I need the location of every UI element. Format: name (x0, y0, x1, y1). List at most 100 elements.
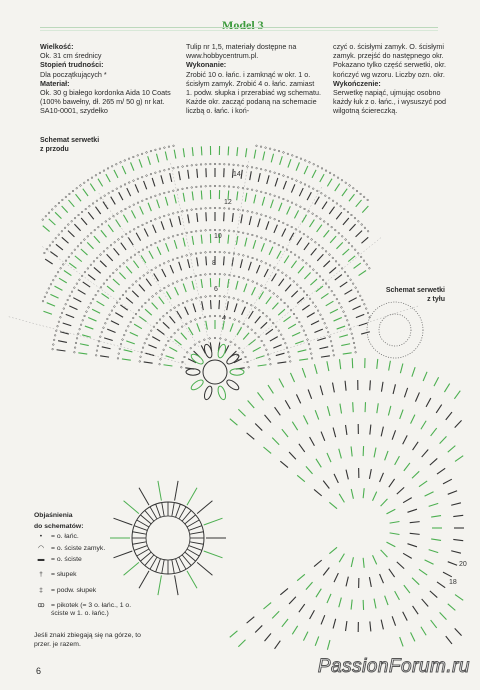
stitch-mark (412, 605, 419, 615)
chain-dot (159, 289, 162, 292)
chain-dot (89, 263, 92, 266)
chain-dot (93, 229, 96, 232)
chain-dot (51, 240, 54, 243)
chain-dot (181, 302, 184, 305)
chain-dot (112, 215, 115, 218)
stitch-mark (421, 449, 429, 458)
stitch-mark (265, 328, 274, 335)
chain-dot (228, 274, 231, 277)
chain-dot (141, 199, 144, 202)
chain-dot (307, 343, 311, 346)
chain-dot (105, 278, 108, 281)
chain-dot (122, 262, 125, 265)
chain-dot (131, 283, 134, 286)
chain-dot (367, 230, 370, 233)
chain-dot (106, 247, 109, 250)
stitch-mark (275, 352, 285, 357)
chain-dot (80, 241, 83, 244)
chain-dot (128, 157, 131, 160)
stitch-mark (229, 630, 238, 638)
chain-dot (185, 209, 189, 212)
stitch-mark (291, 290, 299, 298)
chain-dot (199, 207, 202, 210)
stitch-mark (139, 206, 144, 215)
stitch-mark (247, 261, 252, 271)
stitch-mark (451, 550, 462, 554)
wheel-spoke (175, 558, 181, 572)
stitch-mark (240, 214, 243, 224)
chain-dot (113, 241, 116, 244)
chain-dot (115, 268, 118, 271)
chain-dot (204, 273, 207, 276)
stitch-mark (284, 400, 291, 410)
stitch-mark (424, 559, 434, 565)
stitch-mark (105, 173, 111, 183)
chain-dot (289, 277, 292, 280)
stitch-mark (191, 280, 195, 290)
stitch-mark (328, 206, 335, 215)
chain-dot (158, 240, 161, 243)
chain-dot (218, 295, 221, 298)
wheel-outer-stitch (157, 480, 162, 501)
chain-dot (144, 301, 147, 305)
stitch-mark (178, 171, 181, 181)
stitch-mark (178, 216, 182, 226)
stitch-mark (344, 380, 347, 391)
chain-dot (321, 247, 324, 250)
stitch-mark (348, 193, 355, 202)
chain-dot (150, 269, 153, 272)
stitch-mark (147, 202, 152, 212)
slip-stitch-icon: ◠ (38, 544, 44, 552)
stitch-mark (187, 169, 190, 179)
stitch-mark (319, 346, 329, 350)
finish-text: Serwetkę napiąć, ujmując osobno każdy łu… (333, 88, 447, 116)
stitch-mark (264, 633, 272, 642)
chain-dot (116, 301, 119, 304)
chain-dot (299, 205, 302, 208)
stitch-mark (227, 234, 230, 244)
chain-dot (137, 251, 140, 254)
stitch-mark (339, 403, 343, 414)
chain-dot (68, 192, 71, 195)
chain-dot (213, 162, 217, 166)
wheel-spoke (178, 506, 187, 520)
stitch-mark (281, 618, 289, 628)
stitch-mark (263, 446, 272, 454)
chain-dot (317, 309, 320, 312)
chain-dot (282, 174, 285, 177)
chain-dot (158, 170, 161, 173)
stitch-mark (155, 153, 160, 163)
wheel-spoke (155, 558, 161, 572)
stitch-mark (353, 262, 362, 269)
stitch-mark (341, 188, 348, 197)
stitch-mark (248, 216, 252, 226)
chain-dot (136, 177, 139, 180)
stitch-mark (48, 218, 56, 226)
stitch-mark (61, 236, 69, 244)
chain-dot (167, 168, 170, 171)
chain-dot (289, 309, 293, 312)
chain-dot (66, 298, 69, 302)
stitch-mark (68, 262, 77, 269)
center-ring (202, 359, 228, 385)
chain-dot (302, 233, 305, 236)
chain-dot (169, 309, 172, 312)
chain-dot (282, 151, 285, 154)
stitch-mark (315, 285, 324, 293)
stitch-mark (342, 217, 350, 226)
stitch-mark (431, 538, 442, 542)
chain-dot (49, 283, 53, 286)
chain-dot (339, 205, 342, 208)
chain-dot (92, 202, 95, 205)
chain-dot (67, 223, 70, 226)
chain-dot (291, 177, 294, 180)
material-heading: Materiał: (40, 78, 70, 88)
chain-dot (273, 218, 276, 221)
stitch-mark (236, 327, 243, 336)
stitch-mark (283, 255, 290, 264)
stitch-mark (110, 320, 120, 326)
stitch-mark (43, 310, 53, 315)
stitch-mark (118, 191, 124, 201)
chain-dot (54, 275, 57, 278)
stitch-mark (298, 603, 306, 613)
